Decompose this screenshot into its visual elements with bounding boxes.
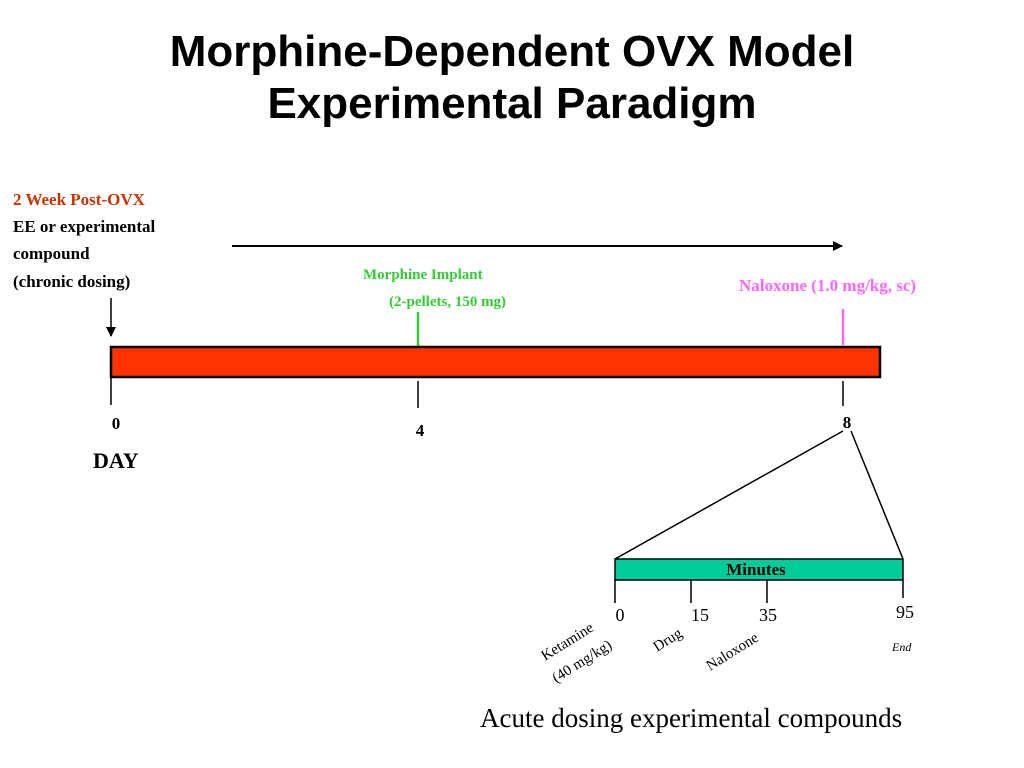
minutes-timeline-bar — [614, 558, 904, 581]
day-timeline-bar — [109, 345, 882, 379]
minute-tick-label-0: 0 — [616, 605, 625, 625]
morphine-label-line-1: Morphine Implant — [363, 267, 483, 283]
day-tick-label-0: 0 — [112, 414, 121, 433]
title-line-2: Experimental Paradigm — [267, 79, 757, 128]
day-axis-label: DAY — [93, 448, 139, 473]
page-title: Morphine-Dependent OVX Model Experimenta… — [0, 26, 1024, 130]
end-label: End — [891, 640, 912, 654]
post-ovx-heading: 2 Week Post-OVX — [13, 190, 146, 209]
minute-event-labels: Ketamine (40 mg/kg) Drug Naloxone — [539, 620, 762, 687]
minute-tick-label-35: 35 — [759, 605, 777, 625]
zoom-line-left — [614, 430, 844, 560]
chronic-label-line-4: (chronic dosing) — [13, 272, 130, 291]
day-tick-label-4: 4 — [416, 421, 425, 440]
drug-label: Drug — [651, 625, 686, 655]
chronic-label-line-3: compound — [13, 244, 90, 263]
chronic-label-line-2: EE or experimental — [13, 217, 156, 236]
minute-tick-label-95: 95 — [896, 602, 914, 622]
chronic-dosing-label: 2 Week Post-OVX EE or experimental compo… — [13, 190, 156, 291]
title-line-1: Morphine-Dependent OVX Model — [169, 27, 855, 76]
minute-tick-labels: 0 15 35 95 — [616, 602, 915, 625]
day-tick-labels: 0 4 8 — [112, 413, 852, 440]
minute-tick-label-15: 15 — [691, 605, 709, 625]
morphine-label-line-2: (2-pellets, 150 mg) — [389, 294, 506, 310]
day-tick-label-8: 8 — [843, 413, 852, 432]
naloxone-dose-label: Naloxone (1.0 mg/kg, sc) — [739, 276, 916, 295]
acute-dosing-caption: Acute dosing experimental compounds — [480, 703, 902, 733]
morphine-implant-label: Morphine Implant (2-pellets, 150 mg) — [363, 267, 506, 310]
minutes-bar-label: Minutes — [726, 560, 786, 579]
zoom-line-right — [850, 430, 904, 560]
naloxone-event-label: Naloxone — [704, 630, 762, 675]
